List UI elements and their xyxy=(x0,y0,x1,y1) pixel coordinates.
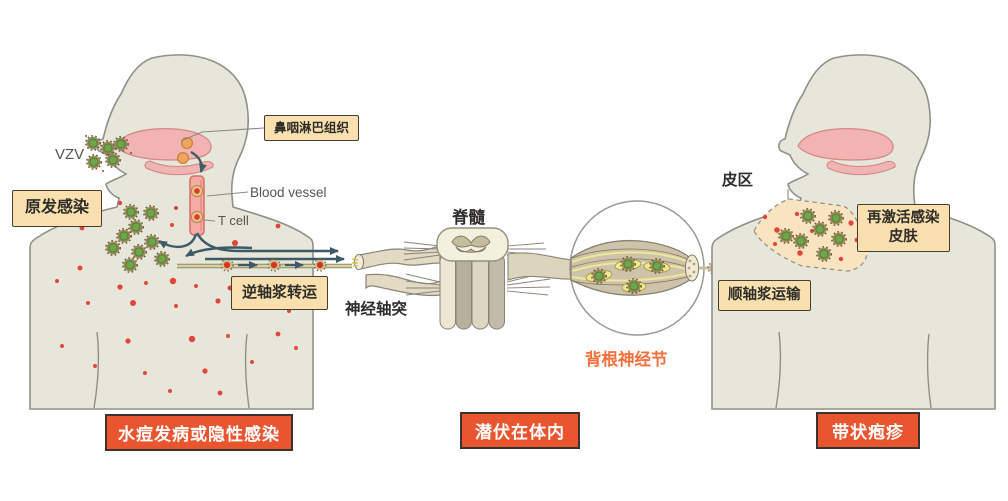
reactivation-box: 再激活感染 皮肤 xyxy=(857,204,950,252)
vzv-virions-mouth xyxy=(85,135,132,172)
reactivation-line-2: 皮肤 xyxy=(888,228,918,245)
nasopharyngeal-tissue-box: 鼻咽淋巴组织 xyxy=(264,115,360,142)
infection-flow-arrows xyxy=(158,150,345,263)
ganglion-circle xyxy=(569,200,705,336)
anterograde-transport-box: 顺轴浆运输 xyxy=(718,280,811,311)
stage-varicella-badge: 水痘发病或隐性感染 xyxy=(105,414,293,451)
ganglion-neurons xyxy=(585,256,671,294)
nerve-axon-label: 神经轴突 xyxy=(345,301,408,318)
retrograde-transport-box: 逆轴浆转运 xyxy=(231,276,329,310)
primary-infection-box: 原发感染 xyxy=(12,190,103,227)
t-cell-icon xyxy=(190,210,204,224)
dorsal-root-ganglion-label: 背根神经节 xyxy=(585,351,668,369)
blood-vessel-label: Blood vessel xyxy=(250,185,327,200)
reactivation-line-1: 再激活感染 xyxy=(867,210,940,226)
vzv-virus-icon xyxy=(86,154,102,170)
left-figure-body xyxy=(29,54,314,410)
peripheral-axon xyxy=(177,258,352,272)
spinal-cord-label: 脊髓 xyxy=(452,209,485,227)
spinal-cord-graphic xyxy=(403,227,573,330)
t-cell-label: T cell xyxy=(218,213,249,228)
stage-latency-badge: 潜伏在体内 xyxy=(460,412,580,449)
red-virus-icon xyxy=(313,258,327,272)
dermatome-label: 皮区 xyxy=(722,172,754,189)
t-cell-icon xyxy=(190,184,204,198)
lymphoid-cells xyxy=(177,137,194,165)
blood-vessel-graphic xyxy=(189,175,205,236)
stage-zoster-badge: 带状疱疹 xyxy=(816,412,920,449)
vzv-label: VZV xyxy=(55,146,85,163)
dermatome-zone xyxy=(753,198,868,272)
